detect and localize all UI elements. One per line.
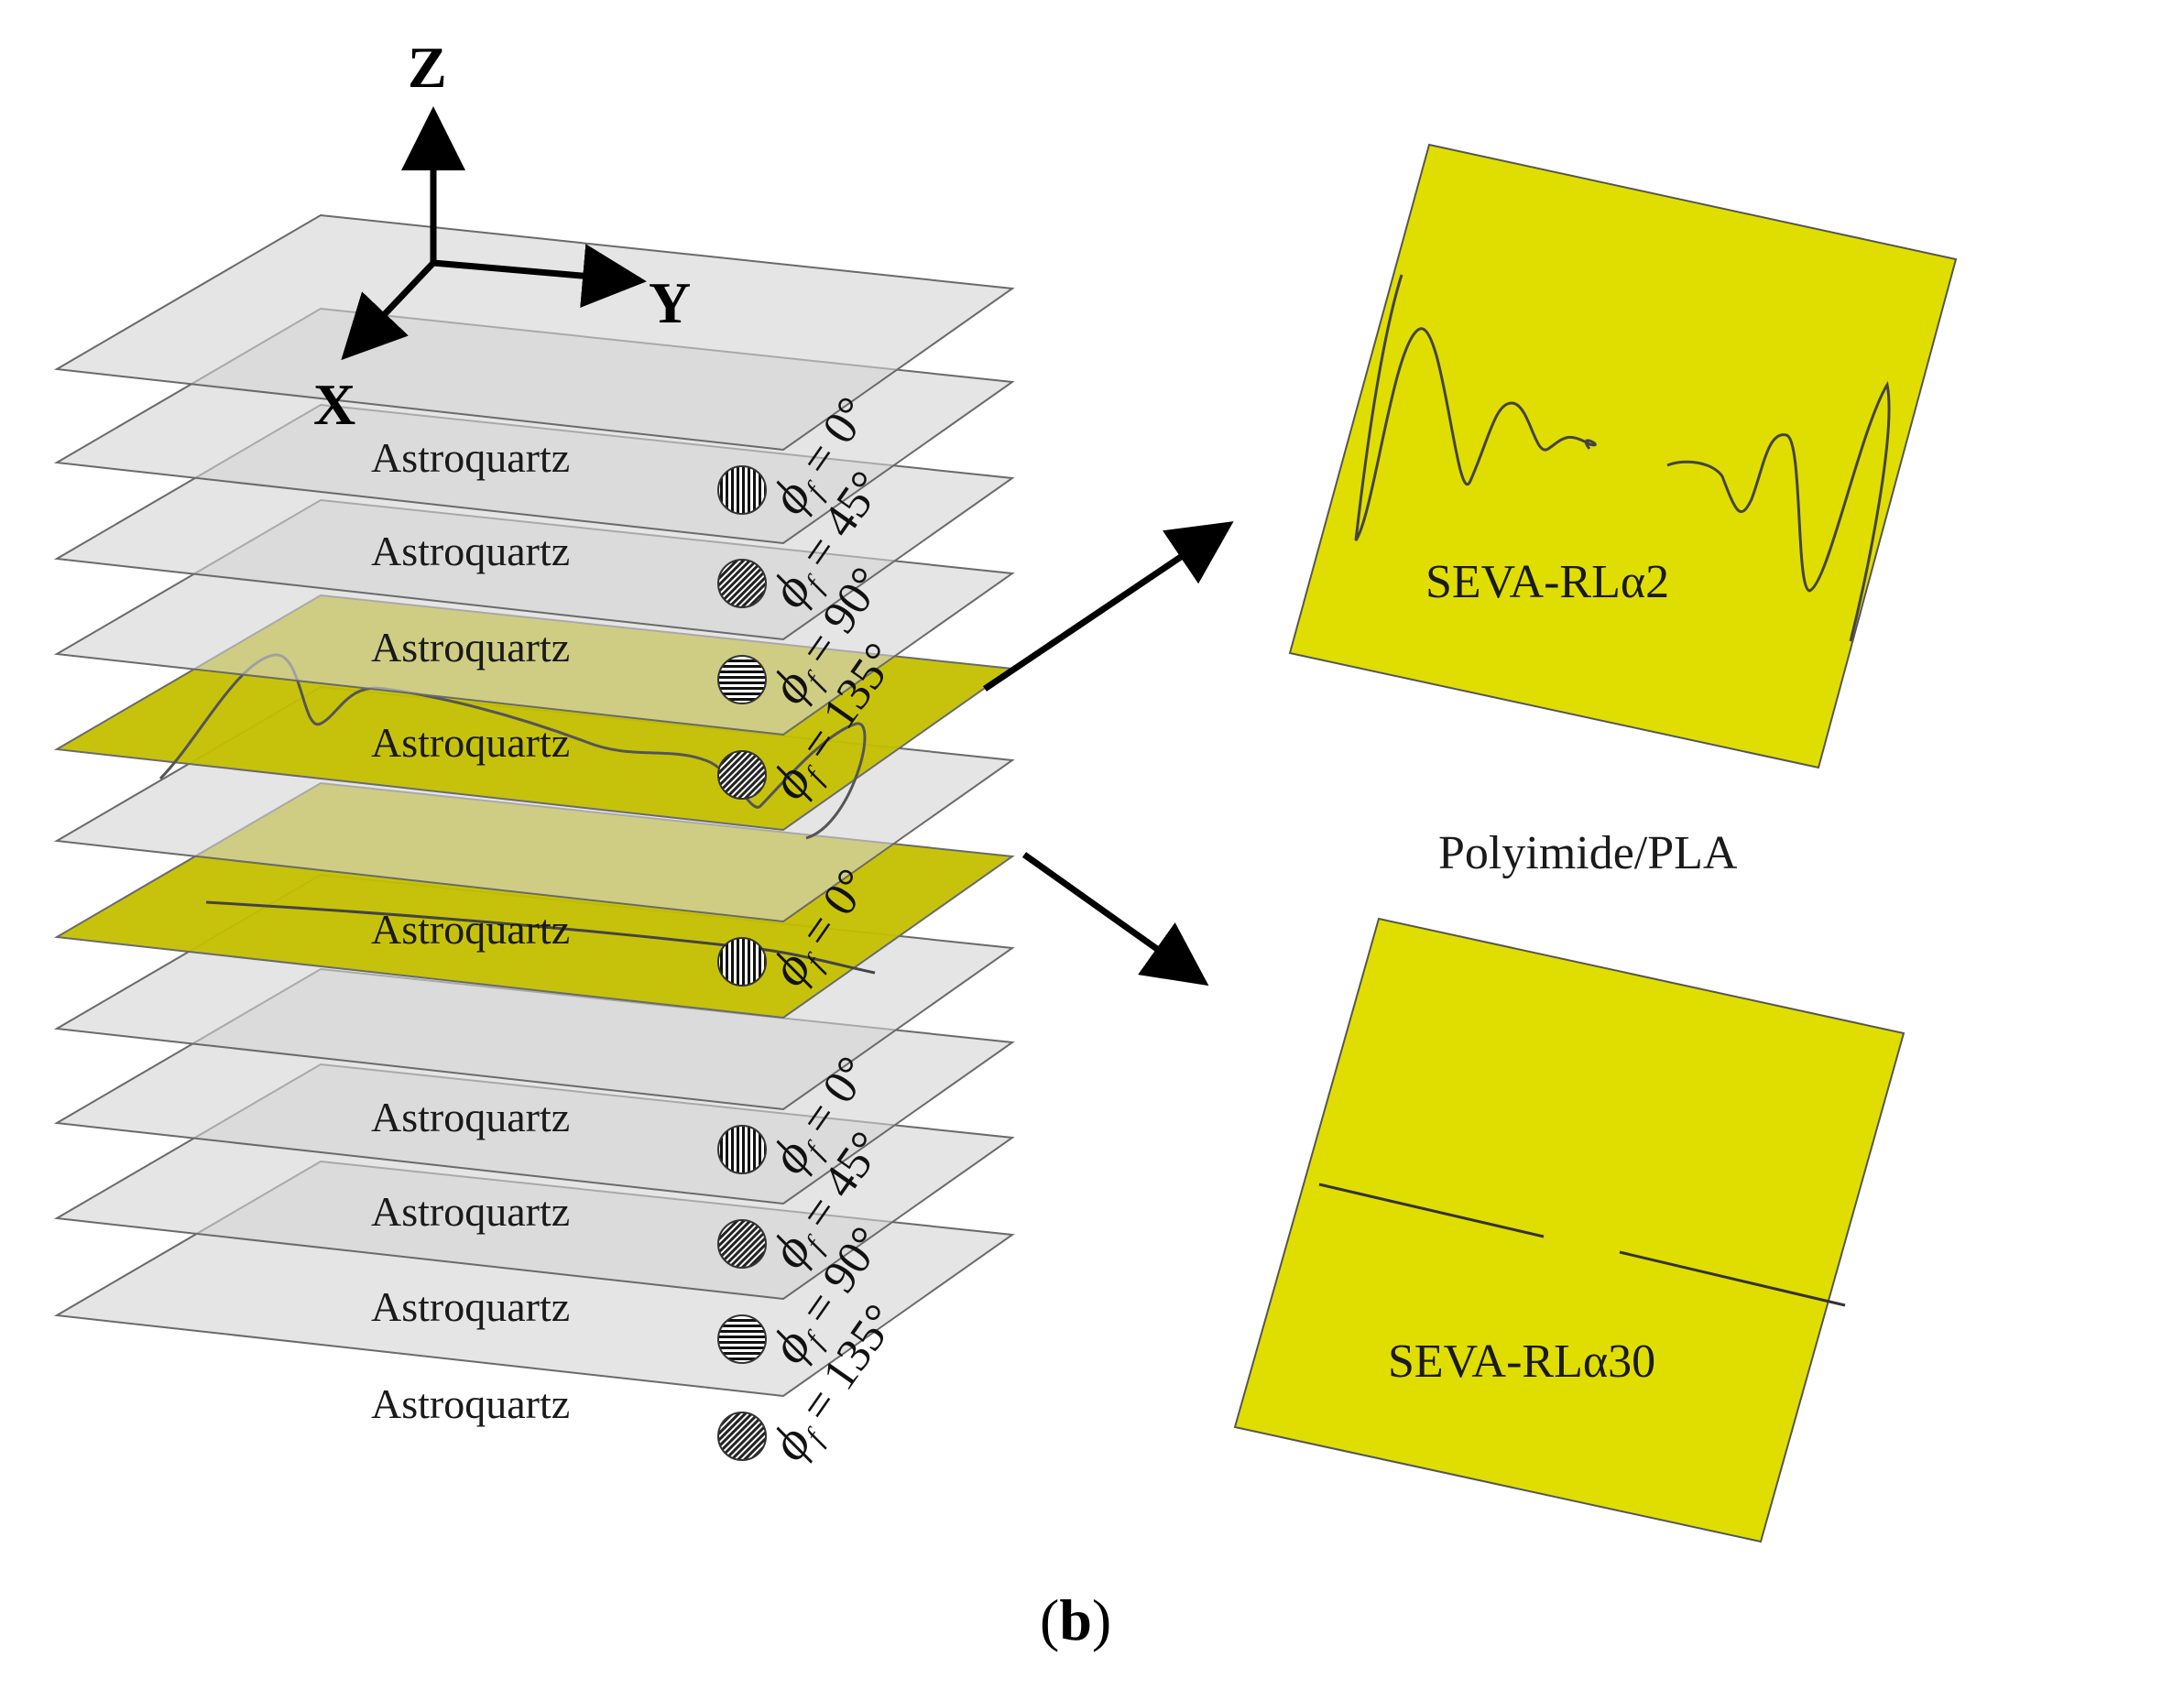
panel-bottom-trace-right bbox=[1619, 1250, 1846, 1307]
panel-bottom-trace-left bbox=[1318, 1183, 1545, 1238]
fiber-orientation-icon bbox=[717, 750, 767, 800]
panel-bottom-label: SEVA-RLα30 bbox=[1388, 1336, 1655, 1388]
panel-top-trace-left bbox=[1354, 274, 1597, 541]
x-axis-arrow bbox=[341, 260, 436, 361]
figure-caption: (b) bbox=[1040, 1587, 1111, 1652]
z-axis-label: Z bbox=[408, 35, 447, 100]
antenna-panel-seva-rl-alpha30: SEVA-RLα30 bbox=[1233, 917, 1906, 1543]
ply-material-label: Astroquartz bbox=[371, 624, 570, 671]
callout-arrow-top bbox=[983, 521, 1234, 692]
fiber-orientation-icon bbox=[717, 1412, 767, 1461]
ply-material-label: Astroquartz bbox=[371, 1283, 570, 1330]
y-axis-arrow bbox=[432, 244, 647, 309]
y-axis-label: Y bbox=[649, 270, 691, 335]
ply-material-label: Astroquartz bbox=[371, 1188, 570, 1235]
panel-top-label: SEVA-RLα2 bbox=[1425, 556, 1669, 608]
ply-material-label: Astroquartz bbox=[371, 434, 570, 481]
panel-top-trace-right bbox=[1666, 380, 1891, 642]
callout-arrow-bottom bbox=[1021, 852, 1209, 987]
ply-material-label: Astroquartz bbox=[371, 1094, 570, 1140]
fiber-orientation-icon bbox=[717, 559, 767, 608]
x-axis-label: X bbox=[313, 372, 355, 437]
coordinate-axes: Z Y X bbox=[313, 35, 691, 437]
ply-material-label: Astroquartz bbox=[371, 1380, 570, 1427]
fiber-orientation-icon bbox=[717, 655, 767, 704]
embedded-trace-alpha30 bbox=[205, 900, 876, 975]
embedded-layer-label: Polyimide/PLA bbox=[1438, 827, 1738, 879]
caption-text: (b) bbox=[1040, 1587, 1111, 1652]
fiber-orientation-icon bbox=[717, 465, 767, 515]
caption-close: ) bbox=[1092, 1587, 1111, 1652]
ply-sheet bbox=[53, 213, 1015, 452]
ply-material-label: Astroquartz bbox=[371, 906, 570, 953]
antenna-panel-seva-rl-alpha2: SEVA-RLα2 bbox=[1288, 143, 1958, 769]
fiber-orientation-icon bbox=[717, 937, 767, 987]
panel-bottom-sheet bbox=[1233, 917, 1906, 1543]
caption-open: ( bbox=[1040, 1587, 1059, 1652]
panel-top-sheet bbox=[1288, 143, 1958, 769]
fiber-orientation-icon bbox=[717, 1219, 767, 1269]
fiber-orientation-icon bbox=[717, 1314, 767, 1364]
fiber-orientation-icon bbox=[717, 1125, 767, 1174]
caption-letter: b bbox=[1059, 1587, 1092, 1652]
ply-material-label: Astroquartz bbox=[371, 719, 570, 766]
ply-material-label: Astroquartz bbox=[371, 528, 570, 574]
